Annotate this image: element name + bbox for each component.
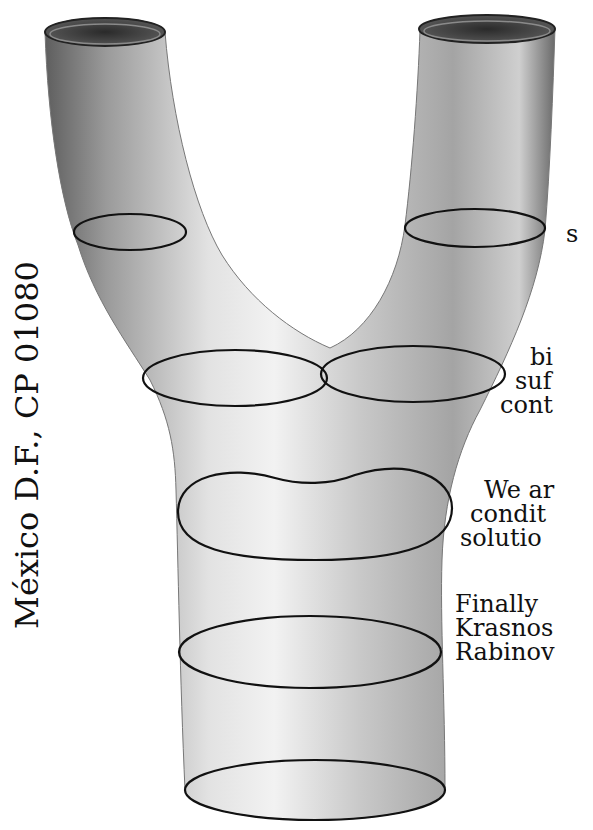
text-fragment: condit — [470, 502, 546, 526]
text-fragment: cont — [500, 393, 553, 417]
text-fragment: Rabinov — [455, 640, 554, 664]
address-text: México D.F., CP 01080 — [11, 261, 43, 629]
text-fragment: Finally — [455, 592, 538, 616]
contour-curve — [143, 350, 327, 406]
text-fragment: s — [566, 222, 578, 246]
text-fragment: bi — [530, 345, 553, 369]
contour-curve — [179, 616, 441, 688]
text-fragment: suf — [515, 369, 552, 393]
text-fragment: Krasnos — [455, 616, 553, 640]
left-opening — [45, 18, 165, 46]
text-fragment: solutio — [460, 526, 542, 550]
contour-curve — [74, 214, 186, 250]
contour-curve — [321, 346, 505, 402]
surface-body — [45, 16, 555, 820]
text-fragment: We ar — [484, 478, 554, 502]
contour-curve — [185, 760, 445, 820]
contour-curve — [405, 209, 545, 247]
right-opening-rim — [424, 21, 550, 41]
contour-curve — [178, 469, 452, 560]
left-opening-rim — [50, 24, 160, 44]
right-opening — [419, 15, 555, 43]
